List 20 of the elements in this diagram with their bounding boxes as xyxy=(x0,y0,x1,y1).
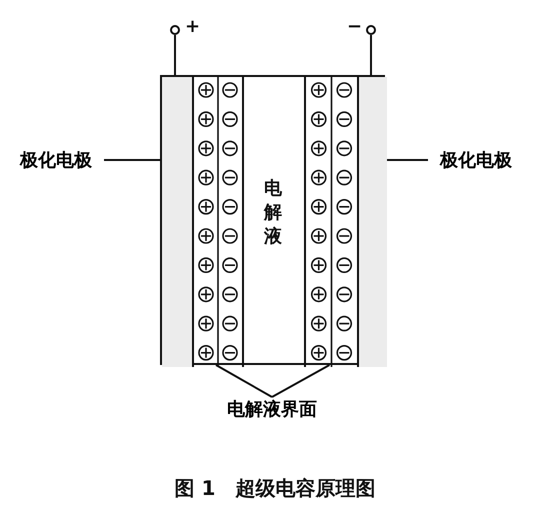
leader-line xyxy=(272,364,330,398)
polarity-sign: + xyxy=(185,16,200,37)
electrode-plate xyxy=(359,77,387,367)
leader-line xyxy=(216,364,272,398)
leader-line xyxy=(104,159,160,161)
leader-line xyxy=(385,159,428,161)
electrode-label: 极化电极 xyxy=(8,148,104,172)
polarity-sign: − xyxy=(347,16,362,37)
figure-caption: 图 1 超级电容原理图 xyxy=(174,475,376,502)
wire xyxy=(370,35,372,75)
electrode-label: 极化电极 xyxy=(428,148,524,172)
electrolyte-label: 电解液 xyxy=(264,177,283,249)
double-layer-bar xyxy=(304,77,359,367)
terminal-circle xyxy=(366,25,376,35)
wire xyxy=(174,35,176,75)
cell-container-box xyxy=(160,75,385,365)
terminal-circle xyxy=(170,25,180,35)
interface-label: 电解液界面 xyxy=(222,397,322,421)
double-layer-bar xyxy=(192,77,244,367)
electrode-plate xyxy=(162,77,192,367)
